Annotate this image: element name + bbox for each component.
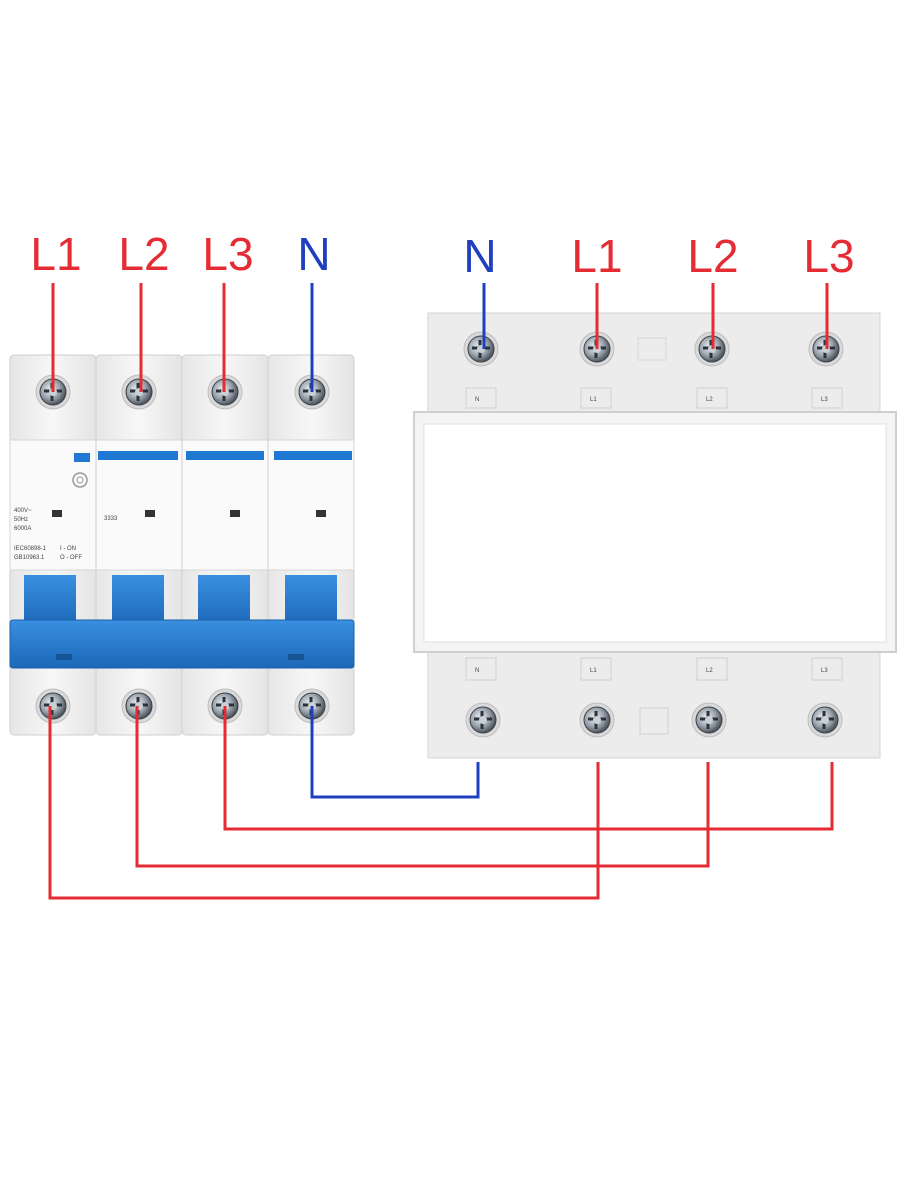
rating-text-1: 400V~ [14,508,32,514]
meter-top-mark-l2: L2 [706,397,713,403]
energy-meter: N L1 L2 L3 N L1 L2 L3 [413,312,897,759]
curve-glyphs: 3333 [104,516,118,522]
meter-top-screw-n [462,330,500,368]
breaker-top-screw-l2 [120,373,158,411]
meter-labels: N L1 L2 L3 [463,230,854,282]
meter-bottom-mark-l3: L3 [821,668,828,674]
label-meter-l1: L1 [571,230,622,282]
label-meter-l3: L3 [803,230,854,282]
switch-text-off: O - OFF [60,555,82,561]
meter-bottom-screw-n [464,701,502,739]
rating-text-2: 50Hz [14,517,28,523]
standard-text-2: GB10963.1 [14,555,45,561]
wire-l3-connection [223,706,834,831]
breaker-bottom-screw-l2 [120,687,158,725]
label-breaker-l2: L2 [118,228,169,280]
meter-bottom-mark-n: N [475,668,479,674]
meter-bottom-screw-l2 [690,701,728,739]
label-meter-n: N [463,230,496,282]
wire-l1-connection [48,706,600,900]
breaker-bottom-screw-l1 [34,687,72,725]
incoming-wires [51,283,829,392]
certification-mark [72,472,88,488]
label-meter-l2: L2 [687,230,738,282]
switch-text-on: I - ON [60,546,76,552]
meter-bottom-screw-l1 [578,701,616,739]
label-breaker-n: N [297,228,330,280]
toggle-handle-1 [24,575,76,627]
connection-wires [48,706,834,900]
meter-bottom-mark-l2: L2 [706,668,713,674]
meter-top-mark-l3: L3 [821,397,828,403]
label-breaker-l1: L1 [30,228,81,280]
standard-text-1: IEC60898-1 [14,546,47,552]
toggle-handle-2 [112,575,164,627]
rating-text-3: 6000A [14,526,31,532]
toggle-handle-4 [285,575,337,627]
meter-display-area [423,423,887,643]
toggle-tie-bar [9,619,355,669]
circuit-breaker: 400V~ 50Hz 6000A IEC60898-1 GB10963.1 I … [9,354,355,736]
breaker-labels: L1 L2 L3 N [30,228,330,280]
meter-bottom-rail [427,647,881,759]
meter-top-mark-n: N [475,397,479,403]
toggle-handle-3 [198,575,250,627]
meter-top-mark-l1: L1 [590,397,597,403]
wire-l2-connection [135,706,710,868]
meter-bottom-screw-l3 [806,701,844,739]
label-breaker-l3: L3 [202,228,253,280]
meter-bottom-mark-l1: L1 [590,668,597,674]
wire-n-connection [310,706,480,799]
